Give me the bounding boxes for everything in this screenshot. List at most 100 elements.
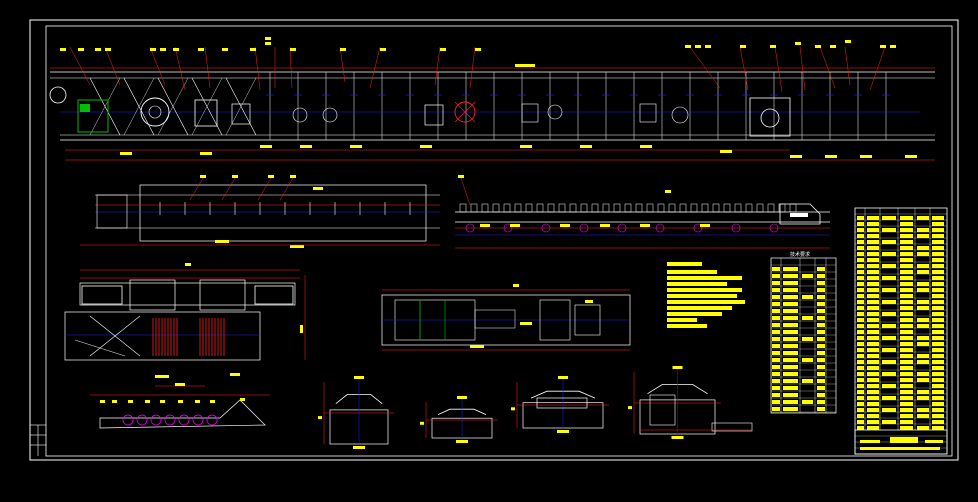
title-cell <box>867 318 879 322</box>
title-cell <box>857 390 864 394</box>
parts-cell <box>817 407 825 411</box>
part-tag <box>705 45 711 48</box>
title-cell <box>932 294 944 298</box>
title-cell <box>867 258 879 262</box>
title-block[interactable] <box>854 207 948 455</box>
frame-plan-view[interactable] <box>381 284 631 351</box>
chain-sprocket <box>192 414 204 426</box>
title-cell <box>917 228 929 232</box>
parts-cell <box>772 309 780 313</box>
title-cell <box>882 216 896 220</box>
tail-pulley <box>760 108 780 128</box>
title-cell <box>857 264 864 268</box>
parts-cell <box>772 267 780 271</box>
title-cell <box>900 384 913 388</box>
title-cell <box>867 240 879 244</box>
track-tooth <box>470 203 478 213</box>
title-cell <box>857 252 864 256</box>
carrier-side-view[interactable] <box>80 175 440 248</box>
track-roller <box>541 223 551 233</box>
title-cell <box>932 252 944 256</box>
title-cell <box>857 228 864 232</box>
title-cell <box>917 390 929 394</box>
part-tag <box>250 48 256 51</box>
dimension-tag <box>790 155 802 158</box>
part-tag <box>795 42 801 45</box>
title-cell <box>900 228 913 232</box>
title-cell <box>857 222 864 226</box>
track-tooth <box>558 203 566 213</box>
leader-line <box>819 46 836 89</box>
carrier-leader <box>279 177 294 201</box>
title-cell <box>900 378 913 382</box>
leader-line <box>774 46 783 93</box>
support-box <box>521 103 539 123</box>
title-cell <box>857 402 864 406</box>
drive-frame-diagonal <box>89 315 141 357</box>
title-cell <box>867 294 879 298</box>
track-tooth <box>591 203 599 213</box>
title-cell <box>932 372 944 376</box>
chain-sprocket <box>122 414 134 426</box>
track-tooth <box>613 203 621 213</box>
title-cell <box>900 264 913 268</box>
track-tooth <box>690 203 698 213</box>
leader-line <box>69 46 91 86</box>
title-cell <box>932 300 944 304</box>
frame-plan-end-box <box>574 304 601 336</box>
title-cell <box>867 426 879 430</box>
gearbox-left <box>129 279 176 311</box>
title-cell <box>857 324 864 328</box>
title-cell <box>882 276 896 280</box>
gear-track-view[interactable] <box>455 175 830 249</box>
title-cell <box>900 366 913 370</box>
drive-callout <box>185 263 191 266</box>
track-tooth <box>547 203 555 213</box>
track-tooth <box>525 203 533 213</box>
title-cell <box>857 306 864 310</box>
track-tooth <box>580 203 588 213</box>
title-cell <box>867 228 879 232</box>
parts-cell <box>783 379 798 383</box>
track-roller <box>579 223 589 233</box>
part-tag <box>685 45 691 48</box>
chain-layout-view[interactable] <box>90 383 270 429</box>
leader-line <box>739 46 749 91</box>
idler-sections[interactable] <box>318 366 753 449</box>
parts-table[interactable] <box>770 257 837 414</box>
part-tag <box>105 48 111 51</box>
parts-cell <box>772 372 780 376</box>
chain-sprocket <box>150 414 162 426</box>
parts-cell <box>817 330 825 334</box>
truss-diagonal <box>191 77 223 136</box>
title-cell <box>932 282 944 286</box>
parts-cell <box>817 267 825 271</box>
frame-plan-drive-box <box>539 299 571 341</box>
title-cell <box>900 288 913 292</box>
chain-callout <box>145 400 150 403</box>
title-cell <box>867 378 879 382</box>
idler-roller <box>322 107 338 123</box>
title-cell <box>882 300 896 304</box>
title-cell <box>882 336 896 340</box>
main-elevation-view[interactable] <box>49 37 935 161</box>
track-roller <box>731 223 741 233</box>
parts-cell <box>772 323 780 327</box>
overall-length-tag <box>515 64 535 67</box>
drive-plan-view[interactable] <box>64 263 306 378</box>
title-cell <box>900 336 913 340</box>
left-margin-marks <box>30 424 46 456</box>
title-cell <box>857 342 864 346</box>
parts-cell <box>783 295 798 299</box>
parts-cell <box>802 274 813 278</box>
head-pulley <box>49 86 67 104</box>
parts-cell <box>817 344 825 348</box>
note-line <box>667 312 722 316</box>
title-cell <box>882 360 896 364</box>
parts-cell <box>772 379 780 383</box>
title-cell <box>867 276 879 280</box>
chain-callout <box>240 398 245 401</box>
part-tag <box>830 45 836 48</box>
title-cell <box>867 300 879 304</box>
